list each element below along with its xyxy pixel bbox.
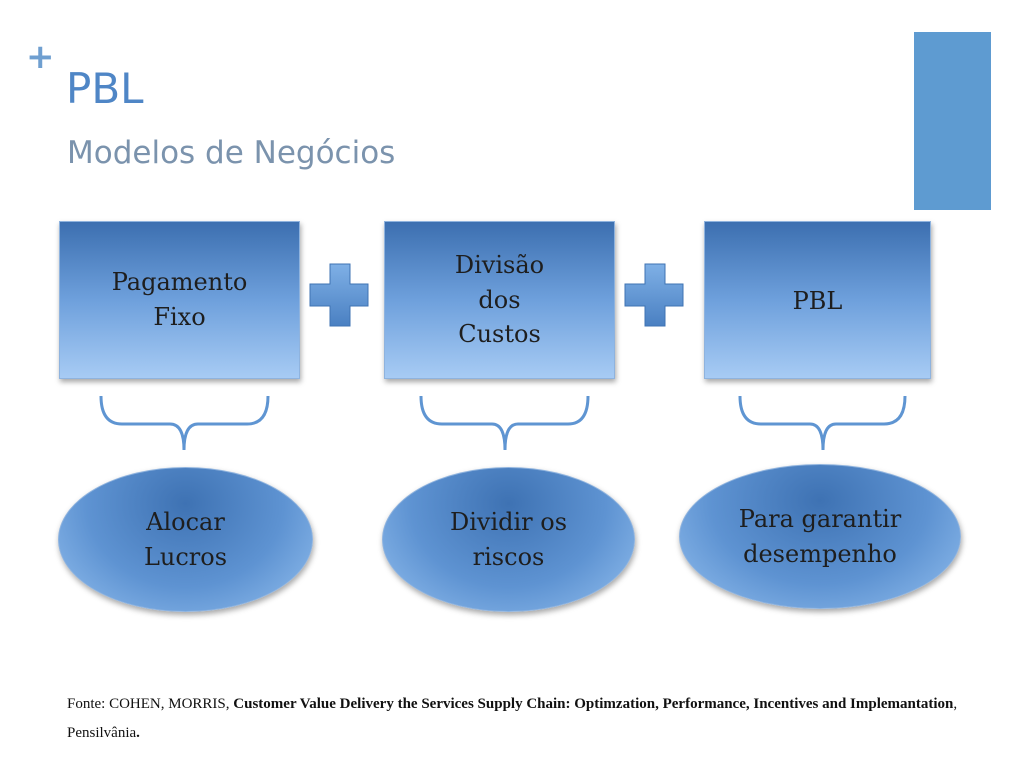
slide-title: PBL xyxy=(66,64,144,113)
box-text-line: Custos xyxy=(458,320,541,349)
diagram-box-divisao-dos-custos: Divisão dos Custos xyxy=(384,221,615,379)
source-citation: Fonte: COHEN, MORRIS, Customer Value Del… xyxy=(67,690,987,748)
curly-bracket-icon xyxy=(419,395,590,451)
oval-text-line: riscos xyxy=(472,542,545,571)
accent-bar xyxy=(914,32,991,210)
diagram-box-pbl: PBL xyxy=(704,221,931,379)
box-text-line: Fixo xyxy=(153,303,206,331)
diagram-oval-dividir-os-riscos: Dividir os riscos xyxy=(382,467,635,612)
citation-prefix: Fonte: COHEN, MORRIS, xyxy=(67,696,234,712)
diagram-oval-alocar-lucros: Alocar Lucros xyxy=(58,467,313,612)
citation-place: Pensilvânia xyxy=(67,725,137,741)
oval-text-line: Para garantir xyxy=(738,504,902,533)
box-text-line: dos xyxy=(478,285,521,314)
citation-end: . xyxy=(136,725,140,741)
plus-icon xyxy=(309,263,369,327)
box-text-line: Divisão xyxy=(454,250,545,279)
box-text-line: PBL xyxy=(792,287,843,315)
oval-text-line: Alocar xyxy=(146,507,225,536)
oval-text-line: Lucros xyxy=(143,542,228,571)
diagram-oval-para-garantir-desempenho: Para garantir desempenho xyxy=(679,464,961,609)
oval-text-line: Dividir os xyxy=(449,507,568,536)
curly-bracket-icon xyxy=(738,395,907,451)
corner-plus-icon: + xyxy=(26,37,55,77)
citation-work-title: Customer Value Delivery the Services Sup… xyxy=(233,696,954,712)
plus-icon xyxy=(624,263,684,327)
citation-separator: , xyxy=(953,696,958,712)
curly-bracket-icon xyxy=(99,395,270,451)
oval-text-line: desempenho xyxy=(743,539,897,568)
slide-subtitle: Modelos de Negócios xyxy=(67,135,396,171)
diagram-box-pagamento-fixo: Pagamento Fixo xyxy=(59,221,300,379)
box-text-line: Pagamento xyxy=(111,268,248,297)
